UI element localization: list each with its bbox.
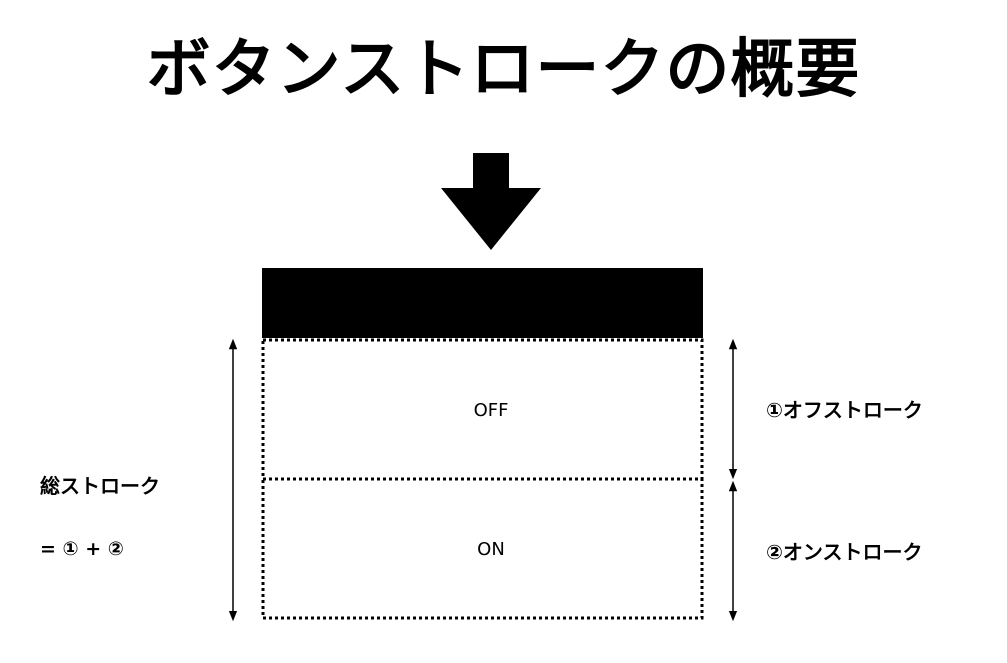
total-stroke-formula: = ① + ②	[40, 538, 124, 560]
off-zone-label: OFF	[473, 400, 509, 421]
total-stroke-label: 総ストローク	[40, 474, 160, 498]
on-stroke-label: ②オンストローク	[766, 540, 923, 564]
on-zone-label: ON	[477, 539, 505, 560]
on-stroke-zone	[261, 477, 704, 620]
down-arrow-icon	[441, 153, 541, 250]
page-title: ボタンストロークの概要	[146, 33, 861, 107]
button-cap	[262, 268, 703, 338]
off-stroke-label: ①オフストローク	[766, 398, 923, 422]
off-stroke-zone	[261, 338, 704, 481]
